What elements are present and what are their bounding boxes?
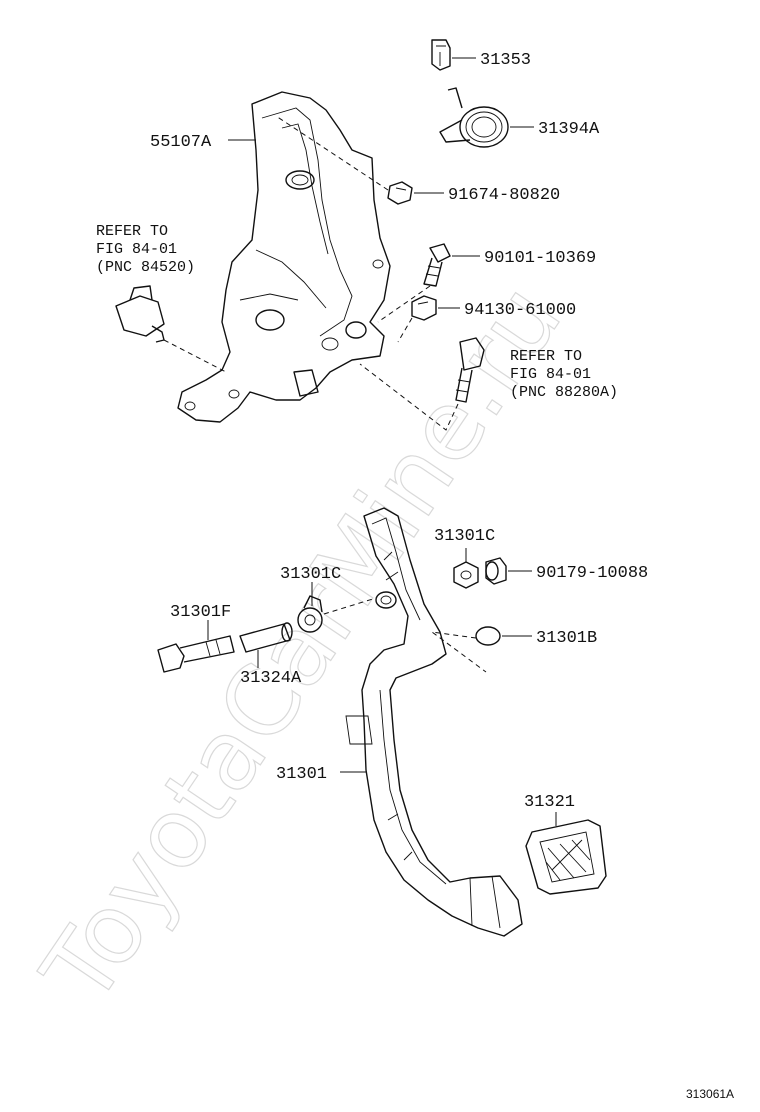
dash-91674-80820 (275, 115, 389, 191)
label-91674-80820: 91674-80820 (448, 186, 560, 205)
brake-pedal-31301-part (345, 507, 523, 937)
nut-94130-61000-part (411, 295, 437, 321)
label-31353: 31353 (480, 51, 531, 70)
pedal-bracket-55107A-part (177, 91, 391, 423)
bolt-31301F-part (157, 635, 235, 673)
dash-90101-10369 (377, 285, 431, 323)
watermark-text: ToyotaCarMine.ru (21, 265, 583, 1024)
nut-90179-10088-part (485, 557, 507, 585)
label-31301B: 31301B (536, 629, 597, 648)
dash-left-switch (163, 339, 227, 373)
bolt-90101-10369-part (423, 243, 451, 287)
note-right-line3: (PNC 88280A) (510, 384, 618, 401)
pedal-position-switch-part (115, 285, 165, 343)
note-right-line1: REFER TO (510, 348, 582, 365)
dash-right-switch (359, 363, 459, 431)
figure-code: 313061A (686, 1087, 734, 1101)
dash-94130-61000 (397, 317, 413, 343)
note-left-line2: FIG 84-01 (96, 241, 177, 258)
label-31321: 31321 (524, 793, 575, 812)
label-31394A: 31394A (538, 120, 600, 139)
clip-31353-part (431, 39, 451, 71)
note-right-line2: FIG 84-01 (510, 366, 591, 383)
cap-31301B-part (475, 626, 501, 646)
label-31324A: 31324A (240, 669, 302, 688)
dash-31301C-left (323, 597, 377, 615)
label-31301F: 31301F (170, 603, 231, 622)
label-31301C-upper: 31301C (434, 527, 495, 546)
stop-lamp-switch-part (455, 337, 485, 403)
bolt-91674-80820-part (387, 181, 413, 205)
pedal-pad-31321-part (525, 819, 607, 895)
dash-31301B (431, 631, 487, 673)
label-94130-61000: 94130-61000 (464, 301, 576, 320)
bushing-31301C-part (297, 595, 323, 633)
note-left-line3: (PNC 84520) (96, 259, 195, 276)
spring-31394A-part (439, 87, 509, 148)
label-31301C-left: 31301C (280, 565, 341, 584)
label-31301: 31301 (276, 765, 327, 784)
note-left-line1: REFER TO (96, 223, 168, 240)
label-55107A: 55107A (150, 133, 212, 152)
label-90179-10088: 90179-10088 (536, 564, 648, 583)
label-90101-10369: 90101-10369 (484, 249, 596, 268)
collar-31324A-part (239, 622, 293, 653)
nut-31301C-upper-part (453, 561, 479, 589)
